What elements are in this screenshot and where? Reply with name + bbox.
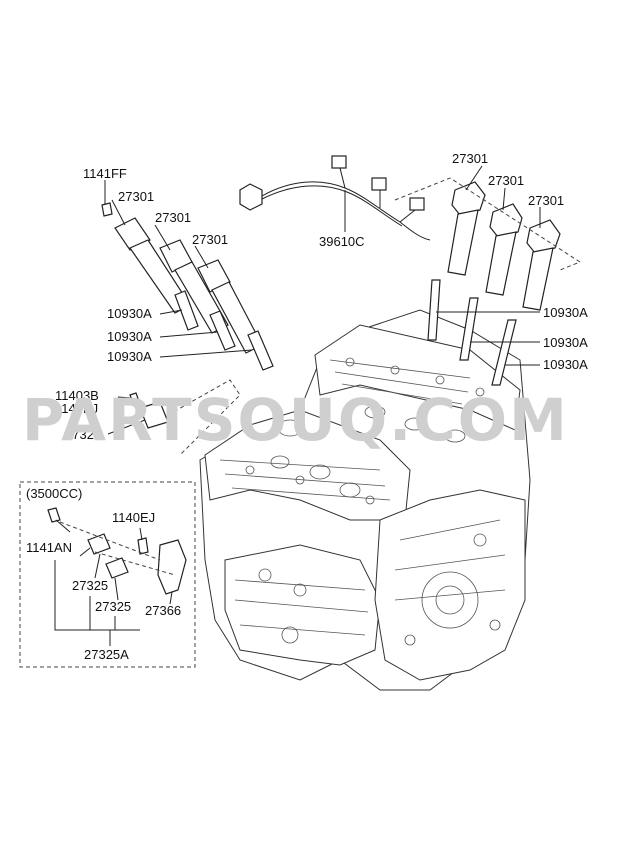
label-10930a-3: 10930A: [107, 349, 152, 364]
spark-plugs-left: [174, 290, 274, 371]
label-27325a: 27325A: [84, 647, 129, 662]
label-1141an: 1141AN: [26, 540, 72, 555]
part-labels: 1141FF 27301 27301 27301 39610C 27301 27…: [55, 151, 588, 442]
ignition-coil-right-2: [485, 203, 523, 296]
label-1140ej-inset: 1140EJ: [112, 510, 155, 525]
ignition-coil-right-3: [522, 219, 561, 311]
label-27325: 27325: [65, 427, 101, 442]
bolt-1141ff: [101, 202, 113, 217]
leader-lines: [104, 165, 541, 435]
inset-title: (3500CC): [26, 486, 82, 501]
label-27301-b: 27301: [155, 210, 191, 225]
label-10930a-2: 10930A: [107, 329, 152, 344]
label-27301-f: 27301: [528, 193, 564, 208]
label-10930a-1: 10930A: [107, 306, 152, 321]
label-27325-inset-1: 27325: [72, 578, 108, 593]
inset-sensor-1: [87, 533, 111, 555]
inset-bracket-27366: [157, 539, 187, 595]
label-27301-a: 27301: [118, 189, 154, 204]
watermark: PARTSOUQ.COM: [22, 386, 569, 454]
wiring-harness-39610c: [239, 155, 431, 241]
label-10930a-5: 10930A: [543, 335, 588, 350]
label-27301-d: 27301: [452, 151, 488, 166]
label-27301-e: 27301: [488, 173, 524, 188]
inset-bolt-1140ej: [137, 537, 149, 555]
label-27301-c: 27301: [192, 232, 228, 247]
label-39610c: 39610C: [319, 234, 365, 249]
label-10930a-4: 10930A: [543, 305, 588, 320]
label-27325-inset-2: 27325: [95, 599, 131, 614]
label-10930a-6: 10930A: [543, 357, 588, 372]
knock-sensor-27325: [129, 379, 241, 456]
engine-block: [199, 309, 531, 691]
label-11403b: 11403B: [55, 388, 99, 403]
inset-3500cc: (3500CC) 1140EJ 1141AN 27325 27325 27366…: [19, 481, 196, 668]
label-1141ff: 1141FF: [83, 166, 127, 181]
spark-plugs-right: [427, 279, 517, 386]
inset-bolt-1141an: [47, 507, 61, 523]
label-27366: 27366: [145, 603, 181, 618]
ignition-coil-right-1: [447, 181, 486, 276]
inset-sensor-2: [105, 557, 129, 579]
coil-harness-dashes: [394, 177, 582, 271]
label-1140ej: 1140EJ: [55, 401, 98, 416]
